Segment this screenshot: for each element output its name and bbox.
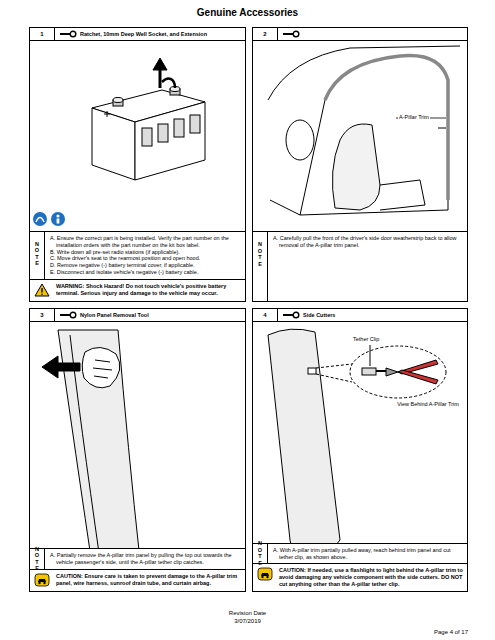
warning-text: CAUTION: Ensure care is taken to prevent… (56, 573, 241, 587)
note-letter: T (255, 553, 265, 560)
note-item: A. Carefully pull the front of the drive… (273, 235, 463, 249)
note-letter: O (255, 248, 265, 255)
tool-icon (59, 30, 77, 38)
caution-icon (257, 567, 273, 581)
note-letter: T (255, 254, 265, 261)
step-number: 3 (30, 309, 55, 321)
note-box: A. With A-pillar trim partially pulled a… (253, 543, 467, 564)
note-letter: N (32, 241, 42, 248)
panel-header: 1 Ratchet, 10mm Deep Well Socket, and Ext… (30, 28, 245, 41)
note-letter: N (32, 546, 42, 553)
warning-box: CAUTION: Ensure care is taken to prevent… (30, 569, 245, 591)
panel-header: 4 Side Cutters (253, 309, 467, 322)
step-number: 2 (253, 28, 278, 40)
label: Page 4 of 17 (400, 629, 468, 636)
car-interior-figure (268, 46, 460, 215)
caution-icon (34, 573, 50, 587)
note-item: A. Partially remove the A-pillar trim pa… (50, 552, 241, 566)
note-item: B. Write down all pre-set radio stations… (50, 249, 241, 256)
warning-box: WARNING: Shock Hazard! Do not touch vehi… (30, 279, 245, 301)
pillar-removal-figure (42, 330, 140, 585)
note-letter: E (32, 565, 42, 572)
note-letter: O (32, 552, 42, 559)
note-letter: O (255, 547, 265, 554)
note-box: A. Ensure the correct part is being inst… (30, 231, 245, 279)
step-number: 4 (253, 309, 278, 321)
note-box: A. Partially remove the A-pillar trim pa… (30, 548, 245, 569)
note-item: A. Ensure the correct part is being inst… (50, 235, 241, 249)
note-letter: T (32, 254, 42, 261)
note-letter: E (32, 260, 42, 267)
note-letter: O (32, 247, 42, 254)
tool-icon (59, 311, 77, 319)
step-panel: 3 Nylon Panel Removal Tool A. Partially re… (29, 308, 246, 592)
tool-list: Ratchet, 10mm Deep Well Socket, and Exte… (80, 28, 241, 40)
note-item: D. Remove negative (-) battery terminal … (50, 262, 241, 269)
note-item: A. With A-pillar trim partially pulled a… (273, 547, 463, 561)
note-letter: T (32, 559, 42, 566)
battery-figure (92, 58, 205, 180)
step-panel: 2 A. Carefully pull the front of the driv… (252, 27, 468, 302)
tool-list: Nylon Panel Removal Tool (80, 309, 241, 321)
warning-text: CAUTION: If needed, use a flashlight to … (279, 567, 463, 588)
note-letter: E (255, 261, 265, 268)
warning-icon (34, 283, 50, 297)
step-panel: 4 Side Cutters A. With A-pillar trim parti… (252, 308, 468, 592)
note-letter: E (255, 560, 265, 567)
tool-list: Side Cutters (303, 309, 463, 321)
label: Revision Date (0, 610, 495, 617)
note-letter: N (255, 241, 265, 248)
label: View Behind A-Pillar Trim (396, 401, 460, 408)
panel-header: 2 (253, 28, 467, 41)
label: 3/07/2019 (0, 618, 495, 625)
label: Tether Clip (352, 336, 380, 343)
page-title: Genuine Accessories (0, 7, 495, 18)
safety-icons (33, 212, 65, 226)
note-item: E. Disconnect and isolate vehicle's nega… (50, 269, 241, 276)
note-item: C. Move driver's seat to the rearmost po… (50, 255, 241, 262)
note-letter: N (255, 540, 265, 547)
tool-icon (282, 311, 300, 319)
warning-text: WARNING: Shock Hazard! Do not touch vehi… (56, 283, 241, 297)
step-panel: 1 Ratchet, 10mm Deep Well Socket, and Ext… (29, 27, 246, 302)
label: A-Pillar Trim (398, 114, 430, 121)
step-number: 1 (30, 28, 55, 40)
note-box: A. Carefully pull the front of the drive… (253, 231, 467, 301)
tool-icon (282, 30, 300, 38)
panel-header: 3 Nylon Panel Removal Tool (30, 309, 245, 322)
warning-box: CAUTION: If needed, use a flashlight to … (253, 563, 467, 591)
